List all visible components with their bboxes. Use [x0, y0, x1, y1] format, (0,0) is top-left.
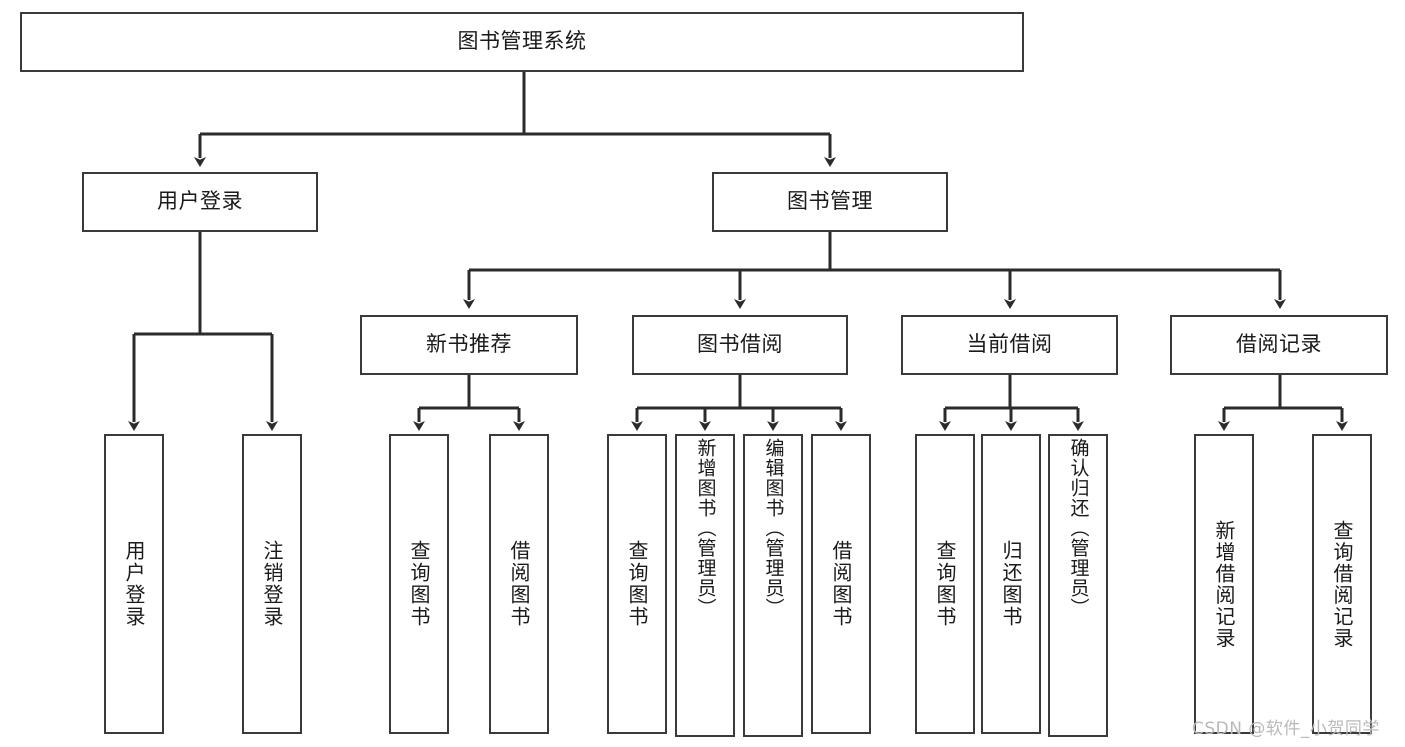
leaf-add-book-admin[interactable]: 新增图书（管理员）	[675, 434, 735, 737]
node-new-book-recommend-label: 新书推荐	[426, 332, 512, 357]
leaf-query-book-3-label: 查询图书	[933, 540, 957, 628]
leaf-query-book-2[interactable]: 查询图书	[607, 434, 667, 734]
leaf-add-book-admin-label: 新增图书（管理员）	[694, 438, 717, 618]
node-borrow-record-label: 借阅记录	[1236, 332, 1322, 357]
csdn-watermark-text: CSDN @软件_小贺同学	[1192, 719, 1380, 739]
node-new-book-recommend[interactable]: 新书推荐	[360, 315, 578, 375]
leaf-return-book[interactable]: 归还图书	[981, 434, 1041, 734]
node-book-management-label: 图书管理	[787, 189, 873, 214]
node-book-borrow[interactable]: 图书借阅	[632, 315, 848, 375]
node-user-login[interactable]: 用户登录	[82, 172, 318, 232]
leaf-logout[interactable]: 注销登录	[242, 434, 302, 734]
leaf-borrow-book-1-label: 借阅图书	[507, 540, 531, 628]
csdn-watermark: CSDN @软件_小贺同学	[1192, 714, 1380, 739]
leaf-borrow-book-2[interactable]: 借阅图书	[811, 434, 871, 734]
leaf-add-borrow-record-label: 新增借阅记录	[1212, 519, 1236, 649]
leaf-borrow-book-1[interactable]: 借阅图书	[489, 434, 549, 734]
node-borrow-record[interactable]: 借阅记录	[1170, 315, 1388, 375]
leaf-add-borrow-record[interactable]: 新增借阅记录	[1194, 434, 1254, 734]
leaf-query-book-1[interactable]: 查询图书	[389, 434, 449, 734]
leaf-borrow-book-2-label: 借阅图书	[829, 540, 853, 628]
leaf-query-borrow-record[interactable]: 查询借阅记录	[1312, 434, 1372, 734]
leaf-query-borrow-record-label: 查询借阅记录	[1330, 519, 1354, 649]
node-current-borrow-label: 当前借阅	[966, 332, 1053, 357]
leaf-user-login[interactable]: 用户登录	[104, 434, 164, 734]
leaf-query-book-1-label: 查询图书	[407, 540, 431, 628]
leaf-edit-book-admin[interactable]: 编辑图书（管理员）	[743, 434, 803, 737]
leaf-query-book-2-label: 查询图书	[625, 540, 649, 628]
leaf-confirm-return-admin-label: 确认归还（管理员）	[1067, 438, 1090, 618]
node-root-system[interactable]: 图书管理系统	[20, 12, 1024, 72]
node-book-management[interactable]: 图书管理	[712, 172, 948, 232]
node-book-borrow-label: 图书借阅	[697, 332, 783, 357]
leaf-return-book-label: 归还图书	[999, 540, 1023, 628]
leaf-edit-book-admin-label: 编辑图书（管理员）	[762, 438, 785, 618]
node-user-login-label: 用户登录	[157, 189, 243, 214]
leaf-query-book-3[interactable]: 查询图书	[915, 434, 975, 734]
node-current-borrow[interactable]: 当前借阅	[901, 315, 1118, 375]
leaf-logout-label: 注销登录	[260, 540, 284, 628]
leaf-user-login-label: 用户登录	[122, 540, 146, 628]
leaf-confirm-return-admin[interactable]: 确认归还（管理员）	[1048, 434, 1108, 737]
node-root-system-label: 图书管理系统	[457, 29, 587, 54]
